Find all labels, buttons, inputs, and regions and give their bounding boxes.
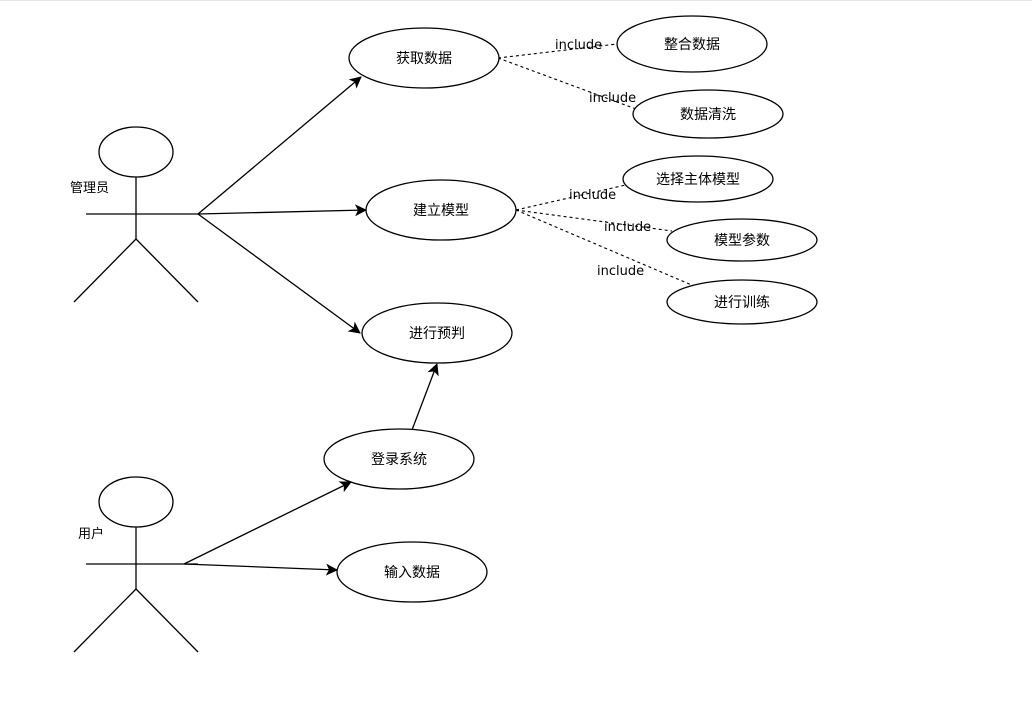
use-case-login-label: 登录系统 — [371, 452, 427, 468]
use-case-train-label: 进行训练 — [714, 295, 770, 311]
use-case-clean-data-label: 数据清洗 — [680, 107, 736, 123]
actor-user-right-leg — [135, 588, 199, 653]
assoc-admin-get-data — [197, 76, 362, 215]
include-label-clean: include — [589, 91, 636, 106]
actor-admin-left-leg — [73, 238, 137, 303]
assoc-user-input-data — [183, 563, 338, 576]
use-case-model-params[interactable] — [666, 218, 818, 262]
use-case-clean-data[interactable] — [632, 89, 784, 139]
include-line-model-params — [515, 209, 673, 232]
include-label-model-params: include — [604, 220, 651, 235]
assoc-admin-build-model — [197, 204, 367, 217]
include-line-integrate — [497, 43, 618, 59]
assoc-admin-predict — [197, 213, 361, 334]
include-label-integrate: include — [555, 38, 602, 53]
actor-user-label: 用户 — [78, 526, 104, 542]
actor-admin — [73, 126, 199, 303]
use-case-integrate-data[interactable] — [616, 15, 768, 73]
actor-admin-head — [98, 126, 174, 178]
use-case-input-data-label: 输入数据 — [384, 565, 440, 581]
use-case-predict[interactable] — [361, 302, 513, 364]
use-case-build-model[interactable] — [365, 179, 517, 241]
use-case-predict-label: 进行预判 — [409, 326, 465, 342]
include-line-train — [515, 209, 695, 287]
use-case-build-model-label: 建立模型 — [413, 203, 469, 219]
actor-user-head — [98, 476, 174, 528]
use-case-select-model[interactable] — [622, 155, 774, 203]
use-case-select-model-label: 选择主体模型 — [656, 172, 740, 188]
actor-admin-label: 管理员 — [70, 181, 109, 196]
use-case-integrate-data-label: 整合数据 — [664, 37, 720, 53]
use-case-model-params-label: 模型参数 — [714, 232, 770, 249]
include-label-train: include — [597, 264, 644, 279]
actor-user — [73, 476, 199, 653]
assoc-user-login — [183, 481, 352, 565]
actor-admin-right-leg — [135, 238, 199, 303]
use-case-get-data-label: 获取数据 — [396, 51, 452, 67]
actor-user-left-leg — [73, 588, 137, 653]
use-case-input-data[interactable] — [336, 541, 488, 603]
use-case-login[interactable] — [323, 428, 475, 490]
include-line-select-model — [515, 183, 631, 211]
use-case-train[interactable] — [666, 279, 818, 325]
use-case-get-data[interactable] — [348, 27, 500, 89]
include-label-select-model: include — [569, 188, 616, 203]
include-line-clean — [497, 57, 637, 110]
assoc-login-predict — [411, 363, 439, 431]
